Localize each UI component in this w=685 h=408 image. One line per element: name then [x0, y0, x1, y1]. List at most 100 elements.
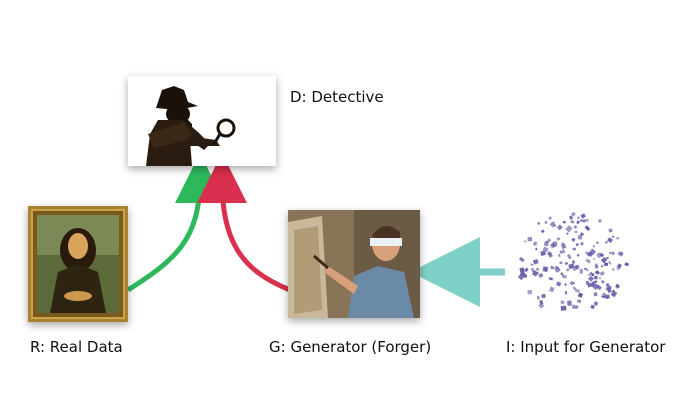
noise-point	[518, 256, 525, 263]
noise-point	[556, 224, 563, 231]
noise-point	[570, 211, 576, 217]
noise-point	[548, 277, 554, 281]
noise-point	[606, 256, 609, 260]
noise-point	[574, 288, 580, 293]
noise-point	[608, 251, 612, 255]
noise-point	[549, 221, 556, 228]
noise-point	[564, 283, 567, 286]
noise-point	[600, 256, 608, 264]
noise-point	[532, 259, 539, 265]
blindfolded-painter-icon	[288, 210, 420, 318]
noise-point	[535, 247, 538, 251]
noise-point	[584, 225, 591, 232]
noise-point	[586, 218, 589, 222]
noise-point	[561, 243, 567, 250]
noise-point	[616, 236, 620, 240]
noise-point	[582, 219, 587, 223]
noise-point	[586, 268, 589, 272]
noise-point	[577, 292, 584, 298]
noise-point	[579, 268, 584, 274]
noise-point	[566, 268, 570, 272]
noise-point	[556, 237, 561, 241]
noise-point	[530, 263, 534, 267]
generator-to-detective-arrow	[197, 153, 291, 293]
noise-point	[572, 286, 577, 291]
noise-point	[569, 280, 575, 286]
noise-point	[538, 302, 545, 309]
noise-point	[577, 234, 583, 240]
noise-point	[521, 273, 526, 276]
noise-point	[592, 283, 600, 290]
noise-point	[576, 220, 580, 225]
noise-point	[617, 251, 624, 257]
noise-point	[571, 304, 576, 310]
noise-point	[608, 261, 612, 265]
noise-point	[523, 240, 527, 243]
noise-point	[585, 258, 591, 264]
noise-point	[590, 304, 595, 309]
noise-point	[524, 267, 529, 272]
noise-point	[611, 268, 615, 271]
noise-point	[587, 275, 595, 282]
noise-point	[611, 235, 615, 238]
noise-point	[536, 295, 540, 300]
noise-point	[564, 291, 568, 295]
noise-point	[574, 230, 578, 234]
noise-point	[546, 238, 552, 243]
noise-point	[552, 241, 558, 247]
noise-point	[549, 286, 555, 293]
noise-point	[527, 237, 533, 242]
noise-point	[616, 265, 621, 271]
generator-image	[288, 210, 420, 318]
real-to-detective-arrow	[126, 153, 225, 293]
noise-point	[566, 253, 572, 260]
noise-point	[601, 264, 604, 268]
noise-point	[527, 290, 532, 295]
noise-point	[567, 300, 572, 306]
detective-image	[128, 76, 276, 166]
noise-point	[611, 251, 615, 256]
noise-point	[540, 229, 545, 234]
noise-point	[597, 218, 603, 223]
noise-point	[595, 270, 600, 275]
noise-point	[562, 220, 566, 224]
noise-point	[599, 271, 605, 277]
noise-point	[577, 216, 580, 220]
noise-point	[575, 243, 579, 247]
noise-point	[576, 253, 580, 257]
mona-lisa-painting-icon	[28, 206, 128, 322]
noise-point	[624, 262, 630, 267]
noise-point	[533, 241, 538, 246]
noise-cloud-icon	[517, 211, 630, 311]
noise-point	[565, 232, 569, 236]
noise-point	[519, 267, 525, 272]
noise-point	[608, 228, 613, 233]
noise-point	[539, 299, 544, 305]
noise-point	[594, 271, 598, 274]
noise-point	[576, 299, 582, 304]
noise-point	[593, 257, 596, 261]
real-data-label: R: Real Data	[30, 338, 123, 356]
noise-point	[593, 292, 598, 297]
noise-point	[558, 253, 561, 258]
noise-point	[571, 260, 575, 264]
noise-point	[530, 267, 535, 273]
noise-point	[544, 220, 548, 225]
noise-point	[547, 252, 553, 258]
noise-point	[542, 246, 549, 253]
noise-point	[603, 295, 609, 300]
noise-point	[560, 305, 567, 311]
noise-point	[548, 216, 552, 220]
noise-point	[559, 261, 563, 265]
noise-point	[580, 242, 584, 246]
detective-label: D: Detective	[290, 88, 384, 106]
detective-silhouette-icon	[128, 76, 276, 166]
noise-point	[556, 281, 562, 287]
generator-label: G: Generator (Forger)	[269, 338, 432, 356]
noise-point	[615, 284, 620, 289]
noise-point	[564, 261, 569, 266]
noise-point	[603, 262, 609, 267]
noise-point	[545, 240, 549, 244]
